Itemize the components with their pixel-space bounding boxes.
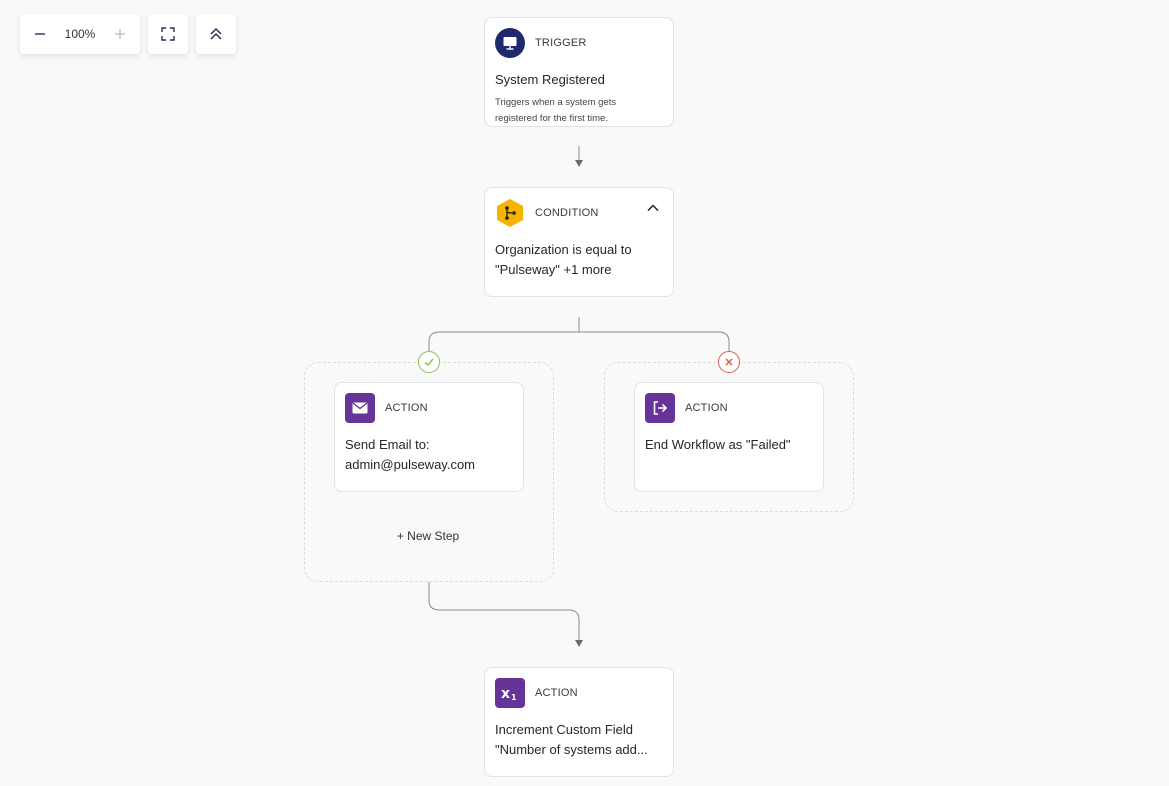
node-description: Triggers when a system gets registered f…: [495, 97, 617, 124]
minus-icon: [35, 33, 45, 35]
zoom-out-button[interactable]: [30, 24, 50, 44]
zoom-level: 100%: [64, 27, 96, 41]
envelope-icon: [345, 393, 375, 423]
true-branch-badge: [418, 351, 440, 373]
node-title: End Workflow as "Failed": [645, 437, 791, 452]
node-title-line-2: "Number of systems add...: [495, 742, 648, 757]
zoom-controls: 100%: [20, 14, 140, 54]
plus-icon: [114, 29, 125, 39]
node-type-label: ACTION: [685, 402, 728, 414]
send-email-action-node[interactable]: ACTION Send Email to: admin@pulseway.com: [334, 382, 524, 492]
monitor-icon: [495, 28, 525, 58]
collapse-all-button[interactable]: [196, 14, 236, 54]
false-branch-badge: [718, 351, 740, 373]
arrow-merge: [575, 640, 583, 647]
node-title: System Registered: [495, 72, 605, 87]
new-step-button[interactable]: + New Step: [396, 529, 460, 543]
arrow-trigger-condition: [575, 160, 583, 167]
trigger-node[interactable]: TRIGGER System Registered Triggers when …: [484, 17, 674, 127]
increment-custom-field-action-node[interactable]: x 1 ACTION Increment Custom Field "Numbe…: [484, 667, 674, 777]
exit-icon: [645, 393, 675, 423]
variable-icon: x 1: [495, 678, 525, 708]
node-title: Increment Custom Field "Number of system…: [495, 720, 663, 760]
node-title: Send Email to: admin@pulseway.com: [345, 437, 476, 472]
double-chevron-up-icon: [210, 27, 222, 40]
node-type-label: ACTION: [385, 402, 428, 414]
node-type-label: TRIGGER: [535, 37, 587, 49]
fit-screen-icon: [161, 27, 175, 41]
x-icon: [725, 358, 733, 366]
end-workflow-action-node[interactable]: ACTION End Workflow as "Failed": [634, 382, 824, 492]
node-type-label: CONDITION: [535, 207, 599, 219]
node-title: Organization is equal to "Pulseway" +1 m…: [495, 242, 632, 277]
node-type-label: ACTION: [535, 687, 578, 699]
svg-text:1: 1: [511, 693, 517, 701]
svg-text:x: x: [501, 686, 510, 701]
chevron-up-icon: [647, 204, 659, 212]
connector-false-branch: [579, 331, 730, 351]
branch-icon: [495, 198, 525, 228]
connector-true-branch: [428, 331, 579, 351]
zoom-in-button[interactable]: [110, 24, 130, 44]
fit-to-screen-button[interactable]: [148, 14, 188, 54]
connector-merge: [428, 582, 580, 640]
condition-node[interactable]: CONDITION Organization is equal to "Puls…: [484, 187, 674, 297]
collapse-condition-button[interactable]: [643, 198, 663, 218]
check-icon: [424, 358, 434, 367]
node-title-line-1: Increment Custom Field: [495, 722, 633, 737]
